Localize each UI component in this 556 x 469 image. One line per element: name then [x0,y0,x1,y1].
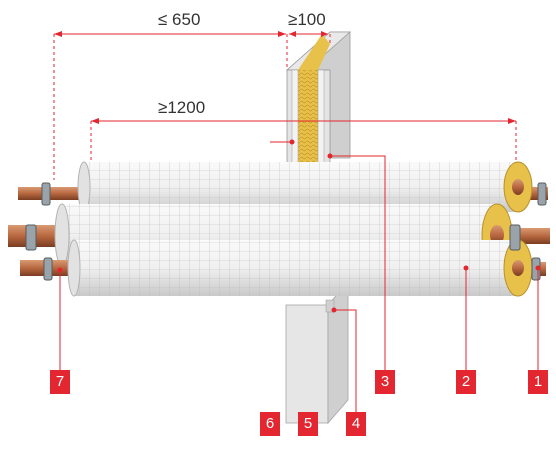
pipe-back [18,161,548,213]
callout-badge-7: 7 [50,370,70,394]
dim-label-spacing: ≤ 650 [158,10,200,29]
callout-badge-2: 2 [456,370,476,394]
callout-leaders [57,139,541,412]
dimension-lines [53,31,517,180]
dim-label-length: ≥1200 [158,98,205,117]
callout-badge-4: 4 [346,412,366,436]
wall-insulation-strip [291,34,330,166]
callout-badge-6: 6 [260,412,280,436]
callout-badge-5: 5 [298,412,318,436]
pipe-front [20,239,546,297]
dim-label-wall: ≥100 [288,10,326,29]
leader-3 [330,155,386,370]
callout-badge-1: 1 [528,370,548,394]
callout-badge-3: 3 [375,370,395,394]
leader-4 [334,309,357,412]
wall-lower [285,280,349,425]
